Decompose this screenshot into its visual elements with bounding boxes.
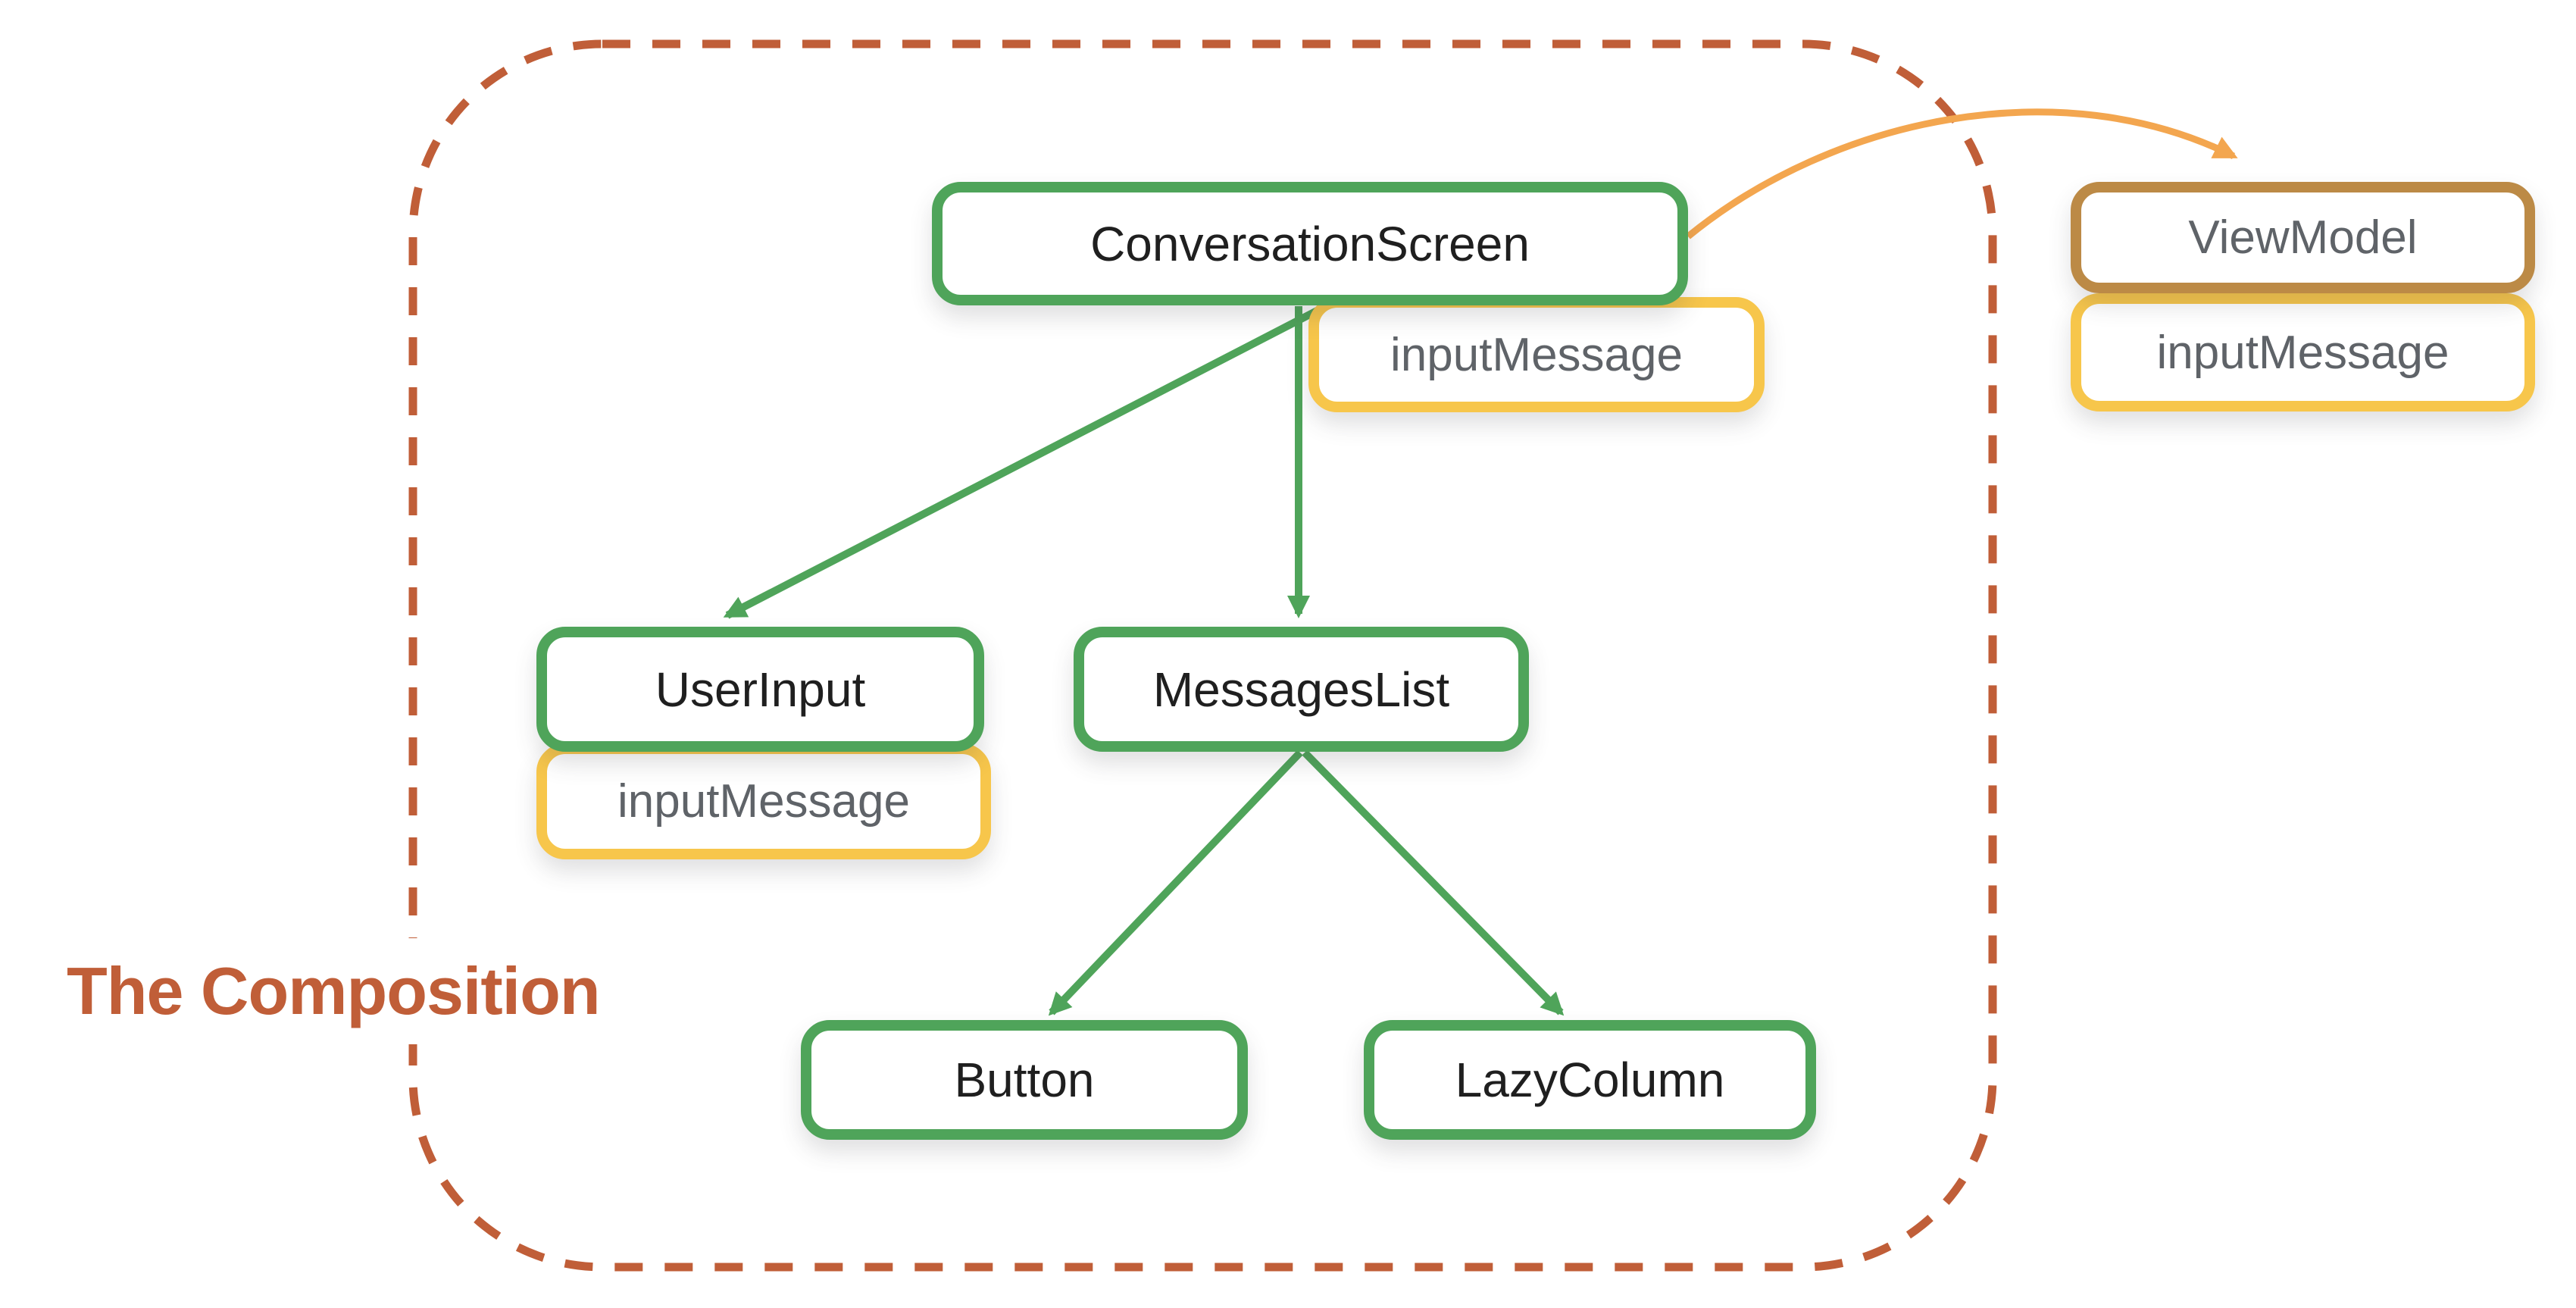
state-conversation-screen-inputmessage-label: inputMessage xyxy=(1390,328,1683,381)
state-view-model-inputmessage: inputMessage xyxy=(2071,293,2535,411)
node-button: Button xyxy=(801,1020,1248,1140)
node-view-model: ViewModel xyxy=(2071,182,2535,293)
node-messages-list: MessagesList xyxy=(1074,627,1529,752)
node-messages-list-label: MessagesList xyxy=(1152,662,1450,717)
node-conversation-screen: ConversationScreen xyxy=(932,182,1688,305)
edge-messageslist-to-lazycolumn xyxy=(1302,749,1565,1016)
node-user-input: UserInput xyxy=(536,627,984,752)
state-view-model-inputmessage-label: inputMessage xyxy=(2156,326,2449,379)
composition-boundary-dashed xyxy=(408,39,1997,1272)
node-view-model-label: ViewModel xyxy=(2188,211,2418,264)
node-lazy-column-label: LazyColumn xyxy=(1455,1053,1725,1107)
edge-conversationscreen-to-userinput xyxy=(723,302,1328,619)
state-conversation-screen-inputmessage: inputMessage xyxy=(1308,297,1765,412)
state-user-input-inputmessage: inputMessage xyxy=(536,743,991,859)
node-button-label: Button xyxy=(954,1053,1095,1107)
node-conversation-screen-label: ConversationScreen xyxy=(1090,216,1530,271)
state-user-input-inputmessage-label: inputMessage xyxy=(617,775,911,828)
node-lazy-column: LazyColumn xyxy=(1364,1020,1816,1140)
composition-title: The Composition xyxy=(61,938,617,1044)
node-user-input-label: UserInput xyxy=(655,662,866,717)
edge-messageslist-to-button xyxy=(1048,749,1303,1016)
edge-conversationscreen-to-viewmodel xyxy=(1686,108,2238,239)
